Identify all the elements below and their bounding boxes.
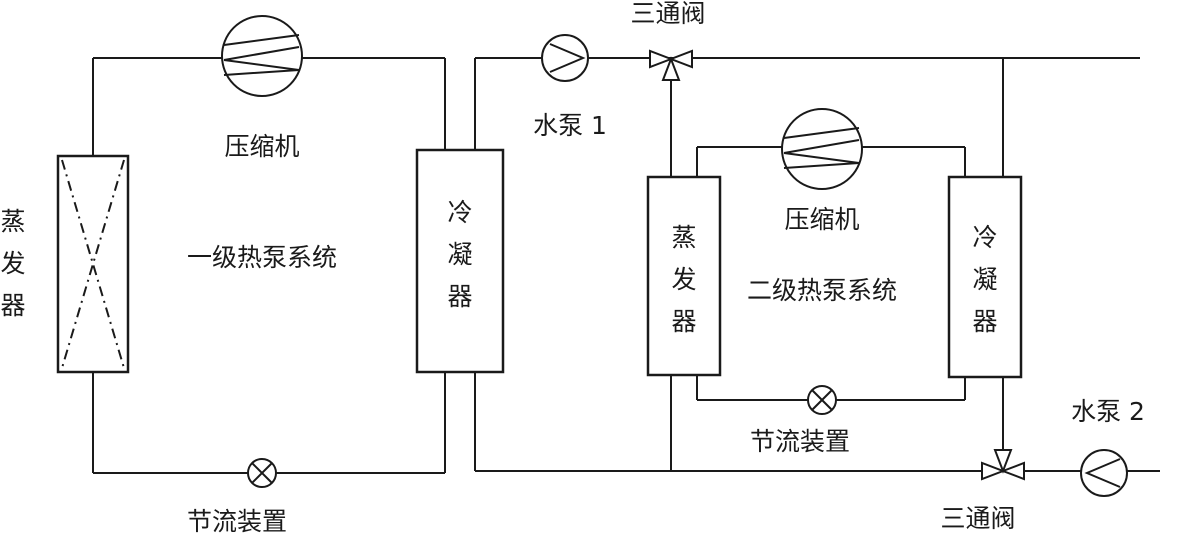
stage1-evaporator-char-3: 器 (0, 291, 25, 320)
stage1-system-label: 一级热泵系统 (187, 243, 337, 272)
stage2-compressor-label: 压缩机 (784, 205, 859, 234)
stage1-throttle-valve (247, 458, 277, 488)
stage1-throttle-label: 节流装置 (187, 507, 287, 535)
stage1-condenser-char-2: 凝 (447, 240, 472, 269)
three-way-valve-bottom-label: 三通阀 (940, 504, 1015, 533)
water-pump-2-label: 水泵 2 (1071, 397, 1145, 426)
three-way-valve-top-label: 三通阀 (630, 0, 705, 28)
stage1-compressor-label: 压缩机 (224, 132, 299, 161)
stage1-evaporator (56, 154, 130, 374)
stage1-evaporator-char-1: 蒸 (0, 207, 25, 236)
water-pump-1 (541, 34, 589, 82)
stage2-evaporator (646, 175, 722, 377)
stage2-throttle-valve (807, 385, 837, 415)
stage2-evaporator-char-1: 蒸 (671, 223, 696, 252)
water-pump-2 (1080, 449, 1128, 497)
water-pump-1-label: 水泵 1 (533, 111, 607, 140)
stage2-condenser-char-3: 器 (972, 307, 997, 336)
stage2-system-label: 二级热泵系统 (747, 276, 897, 305)
stage1-compressor (221, 15, 303, 97)
stage2-condenser-char-1: 冷 (972, 223, 997, 252)
stage1-evaporator-char-2: 发 (0, 249, 25, 278)
three-way-valve-bottom (981, 449, 1025, 481)
stage2-evaporator-char-3: 器 (671, 307, 696, 336)
stage1-condenser-char-3: 器 (447, 282, 472, 311)
three-way-valve-top (649, 49, 693, 81)
stage1-condenser-char-1: 冷 (447, 198, 472, 227)
stage2-condenser (947, 175, 1023, 379)
stage2-throttle-label: 节流装置 (750, 427, 850, 456)
stage1-condenser (415, 148, 505, 374)
stage2-evaporator-char-2: 发 (671, 265, 696, 294)
stage2-compressor (781, 108, 863, 190)
stage2-condenser-char-2: 凝 (972, 265, 997, 294)
